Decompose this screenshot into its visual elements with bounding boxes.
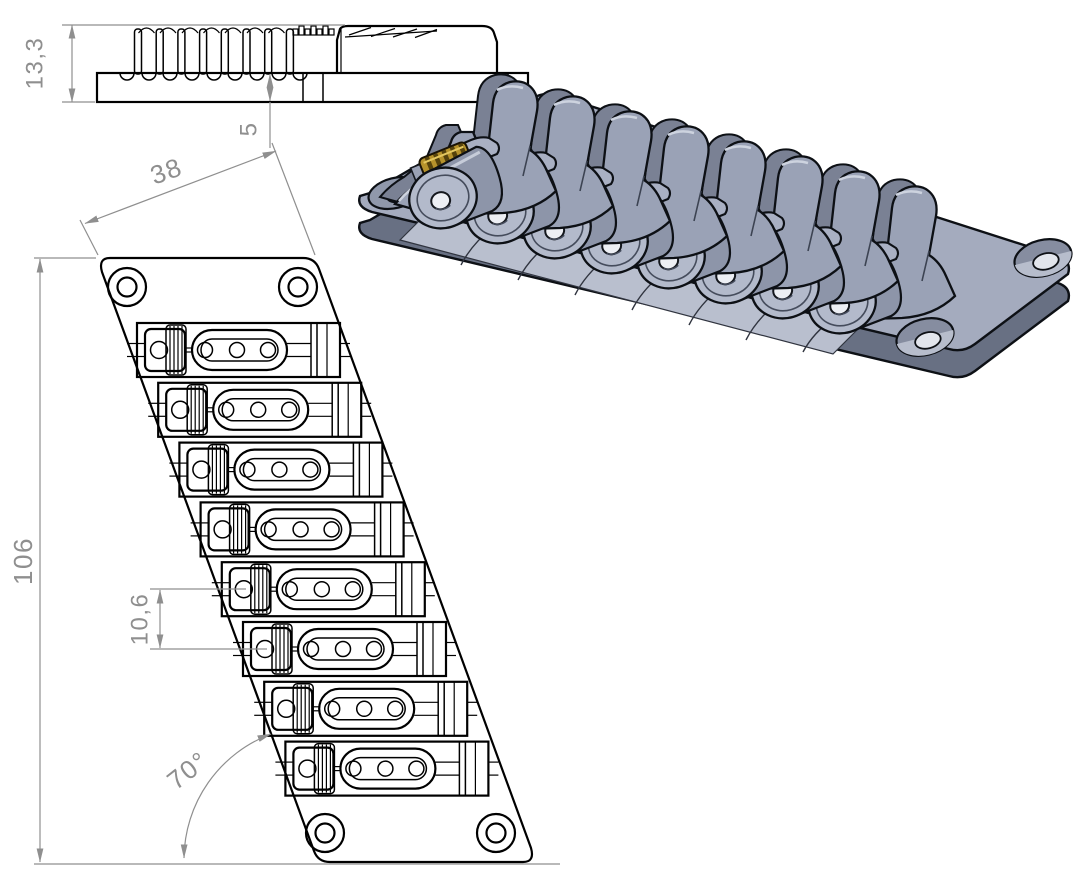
side-screw-castellations [292, 25, 335, 36]
dim-edge-angle: 70° [161, 733, 272, 859]
dim-106-label: 106 [8, 537, 38, 585]
saddle-row-8 [274, 740, 500, 797]
saddle-row-2 [147, 381, 373, 438]
side-plate-geometry [95, 24, 530, 104]
saddle-row-4 [189, 501, 415, 558]
dim-70deg-label: 70° [161, 745, 214, 796]
dim-13-3-label: 13,3 [21, 37, 48, 90]
saddle-row-3 [168, 441, 394, 498]
side-base-plate [95, 71, 530, 104]
dim-overall-height: 13,3 [21, 24, 345, 103]
side-profile-view: 13,3 5 [21, 24, 530, 148]
saddle-row-7 [253, 680, 479, 737]
dim-length: 106 [8, 257, 560, 865]
side-groove-scallops [119, 72, 308, 81]
dim-base-thickness: 5 [235, 73, 274, 148]
dim-top-width: 38 [79, 142, 316, 256]
dim-5-label: 5 [235, 122, 262, 137]
dim-saddle-spacing: 10,6 [126, 588, 267, 650]
plan-plate-outline [99, 256, 534, 864]
side-far-wall [335, 24, 499, 73]
plan-saddle-rows [125, 321, 500, 797]
saddle-row-1 [125, 321, 352, 379]
dim-10-6-label: 10,6 [126, 593, 153, 646]
shaded-isometric-view [358, 74, 1073, 379]
side-fins [133, 27, 295, 75]
top-plan-view: 106 38 10,6 70° [8, 142, 560, 865]
dim-38-label: 38 [146, 151, 186, 190]
plan-mounting-holes [106, 266, 517, 854]
